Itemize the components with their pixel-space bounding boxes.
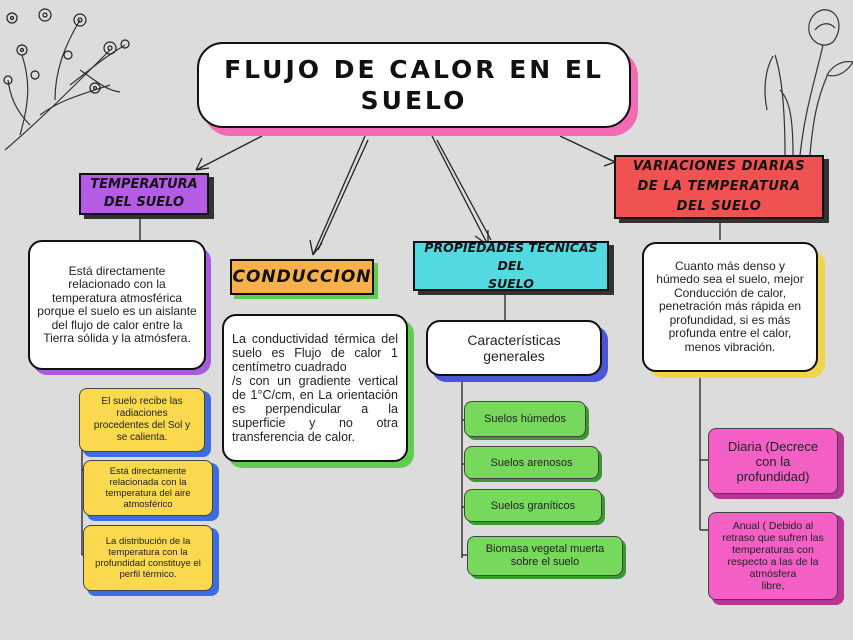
heading-variaciones: VARIACIONES DIARIAS DE LA TEMPERATURA DE… [614,155,824,219]
variaciones-description: Cuanto más denso y húmedo sea el suelo, … [642,242,818,372]
variaciones-item-1: Diaria (Decrece con la profundidad) [708,428,838,494]
temperatura-description: Está directamente relacionado con la tem… [28,240,206,370]
propiedades-item-1: Suelos húmedos [464,401,586,437]
conduccion-description: La conductividad térmica del suelo es Fl… [222,314,408,462]
propiedades-item-2: Suelos arenosos [464,446,599,479]
propiedades-item-4: Biomasa vegetal muerta sobre el suelo [467,536,623,576]
propiedades-subheading: Características generales [426,320,602,376]
heading-conduccion: CONDUCCION [230,259,374,295]
propiedades-item-3: Suelos graníticos [464,489,602,522]
flower-branch-icon [3,8,130,151]
temperatura-item-2: Está directamente relacionada con la tem… [83,460,213,516]
heading-propiedades: PROPIEDADES TECNICAS DEL SUELO [413,240,609,291]
heading-temperatura: TEMPERATURA DEL SUELO [79,173,209,215]
temperatura-item-3: La distribución de la temperatura con la… [83,525,213,591]
variaciones-item-2: Anual ( Debido al retraso que sufren las… [708,512,838,600]
temperatura-item-1: El suelo recibe las radiaciones proceden… [79,388,205,452]
page-title: FLUJO DE CALOR EN EL SUELO [197,42,631,128]
tulip-icon [764,9,853,156]
